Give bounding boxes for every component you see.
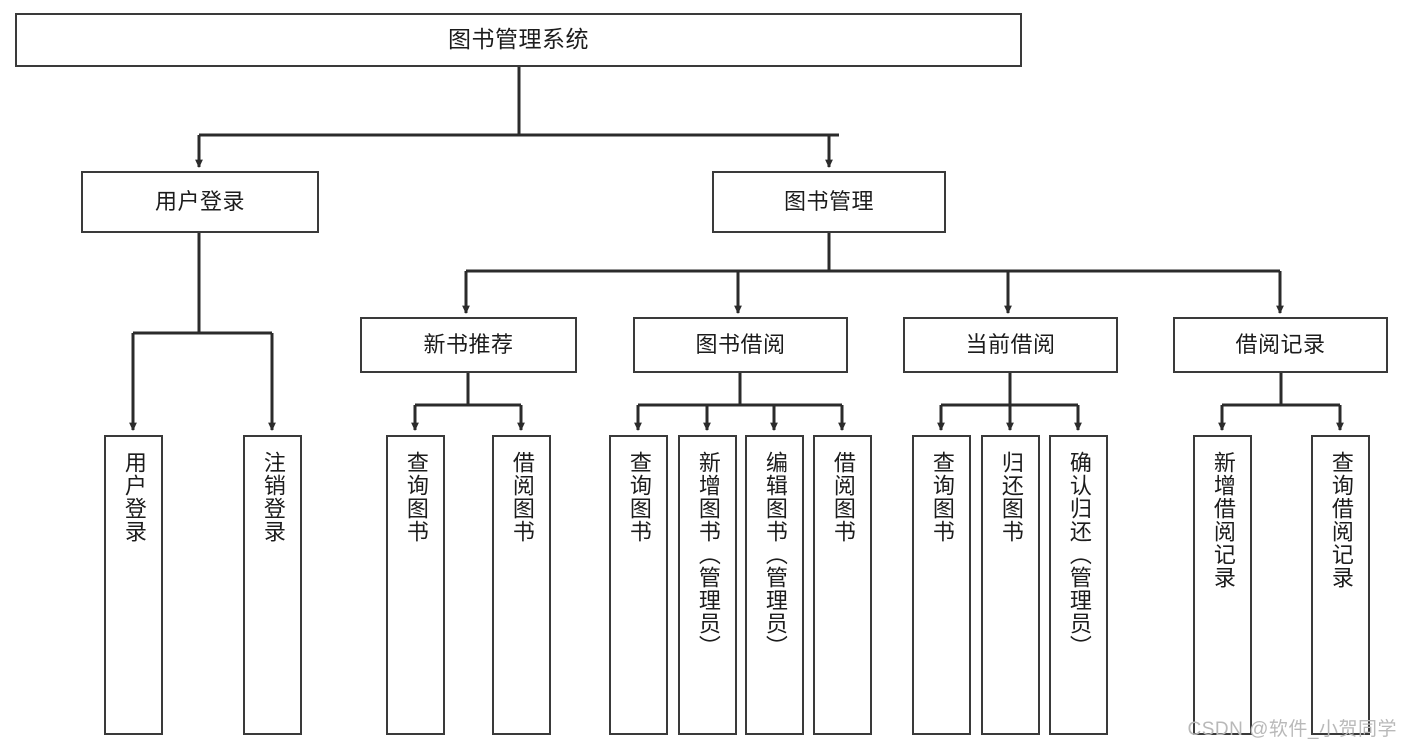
leaf-book-borrow-add-label: 新增图书（管理员）	[695, 451, 721, 658]
leaf-borrow-record-add-label: 新增借阅记录	[1210, 451, 1236, 589]
leaf-borrow-record-query-label: 查询借阅记录	[1328, 451, 1354, 589]
node-user-login[interactable]: 用户登录	[81, 171, 319, 233]
leaf-current-borrow-query[interactable]: 查询图书	[912, 435, 971, 735]
leaf-current-borrow-confirm[interactable]: 确认归还（管理员）	[1049, 435, 1108, 735]
leaf-current-borrow-query-label: 查询图书	[929, 451, 955, 543]
leaf-book-borrow-borrow-label: 借阅图书	[830, 451, 856, 543]
leaf-current-borrow-return-label: 归还图书	[998, 451, 1024, 543]
leaf-new-book-borrow-label: 借阅图书	[509, 451, 535, 543]
node-book-borrow-label: 图书借阅	[695, 331, 786, 357]
leaf-book-borrow-edit[interactable]: 编辑图书（管理员）	[745, 435, 804, 735]
leaf-current-borrow-return[interactable]: 归还图书	[981, 435, 1040, 735]
leaf-current-borrow-confirm-label: 确认归还（管理员）	[1066, 451, 1092, 658]
node-user-login-label: 用户登录	[154, 188, 245, 214]
leaf-book-borrow-query-label: 查询图书	[626, 451, 652, 543]
leaf-book-borrow-add[interactable]: 新增图书（管理员）	[678, 435, 737, 735]
node-borrow-record-label: 借阅记录	[1235, 331, 1326, 357]
leaf-borrow-record-query[interactable]: 查询借阅记录	[1311, 435, 1370, 735]
node-root-system-label: 图书管理系统	[448, 26, 589, 53]
node-borrow-record[interactable]: 借阅记录	[1173, 317, 1388, 373]
leaf-new-book-borrow[interactable]: 借阅图书	[492, 435, 551, 735]
node-book-manage-label: 图书管理	[783, 188, 874, 214]
leaf-book-borrow-edit-label: 编辑图书（管理员）	[762, 451, 788, 658]
node-book-borrow[interactable]: 图书借阅	[633, 317, 848, 373]
node-book-manage[interactable]: 图书管理	[712, 171, 946, 233]
leaf-new-book-query[interactable]: 查询图书	[386, 435, 445, 735]
node-current-borrow[interactable]: 当前借阅	[903, 317, 1118, 373]
leaf-new-book-query-label: 查询图书	[403, 451, 429, 543]
leaf-user-login-signout[interactable]: 注销登录	[243, 435, 302, 735]
node-new-book-recommend[interactable]: 新书推荐	[360, 317, 577, 373]
node-new-book-recommend-label: 新书推荐	[423, 331, 514, 357]
leaf-user-login-signin[interactable]: 用户登录	[104, 435, 163, 735]
leaf-book-borrow-borrow[interactable]: 借阅图书	[813, 435, 872, 735]
leaf-borrow-record-add[interactable]: 新增借阅记录	[1193, 435, 1252, 735]
leaf-book-borrow-query[interactable]: 查询图书	[609, 435, 668, 735]
csdn-watermark: CSDN @软件_小贺同学	[1187, 719, 1397, 740]
leaf-user-login-signout-label: 注销登录	[260, 451, 286, 543]
node-current-borrow-label: 当前借阅	[965, 331, 1056, 357]
node-root-system[interactable]: 图书管理系统	[15, 13, 1022, 67]
leaf-user-login-signin-label: 用户登录	[121, 451, 147, 543]
